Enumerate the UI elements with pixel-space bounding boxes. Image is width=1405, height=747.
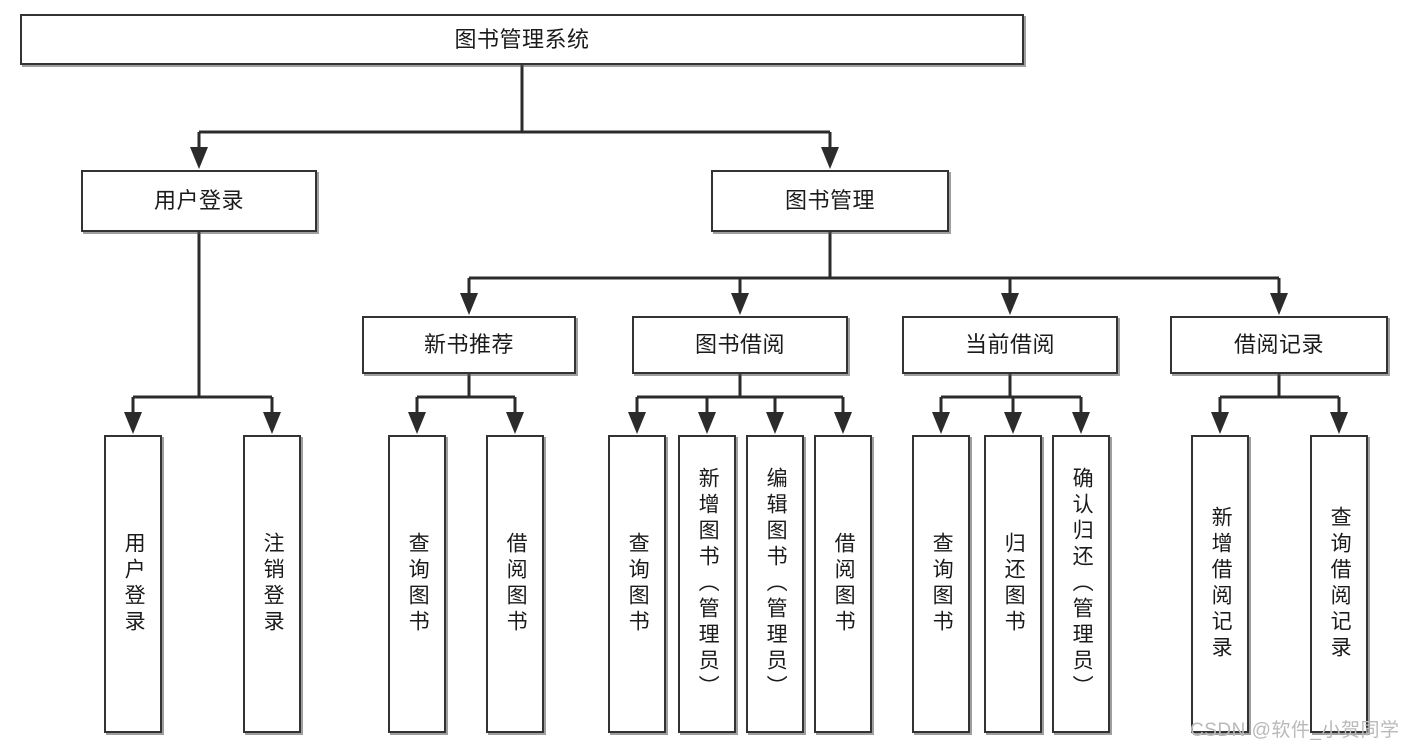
node-user-login[interactable]: 用户登录 bbox=[81, 170, 317, 232]
node-label: 当前借阅 bbox=[964, 332, 1055, 358]
node-leaf-return-book[interactable]: 归还图书 bbox=[984, 435, 1042, 733]
node-leaf-query-book-1[interactable]: 查询图书 bbox=[388, 435, 446, 733]
node-label: 新书推荐 bbox=[423, 332, 514, 358]
node-label: 图书管理 bbox=[784, 188, 875, 214]
node-root[interactable]: 图书管理系统 bbox=[20, 14, 1024, 65]
node-label: 注销登录 bbox=[261, 532, 285, 636]
node-new-book-recommend[interactable]: 新书推荐 bbox=[362, 316, 576, 374]
node-label: 查询图书 bbox=[930, 532, 954, 636]
node-label: 借阅图书 bbox=[504, 532, 528, 636]
node-leaf-query-book-2[interactable]: 查询图书 bbox=[608, 435, 666, 733]
node-label: 查询图书 bbox=[626, 532, 650, 636]
node-label: 查询借阅记录 bbox=[1328, 506, 1352, 662]
node-leaf-confirm-return[interactable]: 确认归还（管理员） bbox=[1052, 435, 1110, 733]
watermark-text: CSDN @软件_小贺同学 bbox=[1190, 720, 1400, 741]
node-leaf-edit-book[interactable]: 编辑图书（管理员） bbox=[746, 435, 804, 733]
node-leaf-user-login[interactable]: 用户登录 bbox=[104, 435, 162, 733]
node-leaf-user-logout[interactable]: 注销登录 bbox=[243, 435, 301, 733]
node-label: 确认归还（管理员） bbox=[1070, 467, 1094, 701]
node-leaf-borrow-book-2[interactable]: 借阅图书 bbox=[814, 435, 872, 733]
node-label: 新增借阅记录 bbox=[1209, 506, 1233, 662]
node-current-borrow[interactable]: 当前借阅 bbox=[902, 316, 1118, 374]
node-label: 借阅图书 bbox=[832, 532, 856, 636]
node-label: 新增图书（管理员） bbox=[696, 467, 720, 701]
node-leaf-add-borrow-record[interactable]: 新增借阅记录 bbox=[1191, 435, 1249, 733]
node-leaf-borrow-book-1[interactable]: 借阅图书 bbox=[486, 435, 544, 733]
node-leaf-add-book[interactable]: 新增图书（管理员） bbox=[678, 435, 736, 733]
node-label: 图书管理系统 bbox=[454, 26, 590, 52]
node-book-manage[interactable]: 图书管理 bbox=[711, 170, 949, 232]
node-borrow-record[interactable]: 借阅记录 bbox=[1170, 316, 1388, 374]
node-label: 用户登录 bbox=[153, 188, 244, 214]
node-label: 编辑图书（管理员） bbox=[764, 467, 788, 701]
node-label: 图书借阅 bbox=[694, 332, 785, 358]
node-label: 借阅记录 bbox=[1233, 332, 1324, 358]
node-label: 用户登录 bbox=[122, 532, 146, 636]
node-label: 查询图书 bbox=[406, 532, 430, 636]
node-book-borrow[interactable]: 图书借阅 bbox=[632, 316, 848, 374]
node-leaf-query-book-3[interactable]: 查询图书 bbox=[912, 435, 970, 733]
node-label: 归还图书 bbox=[1002, 532, 1026, 636]
node-leaf-query-borrow-record[interactable]: 查询借阅记录 bbox=[1310, 435, 1368, 733]
